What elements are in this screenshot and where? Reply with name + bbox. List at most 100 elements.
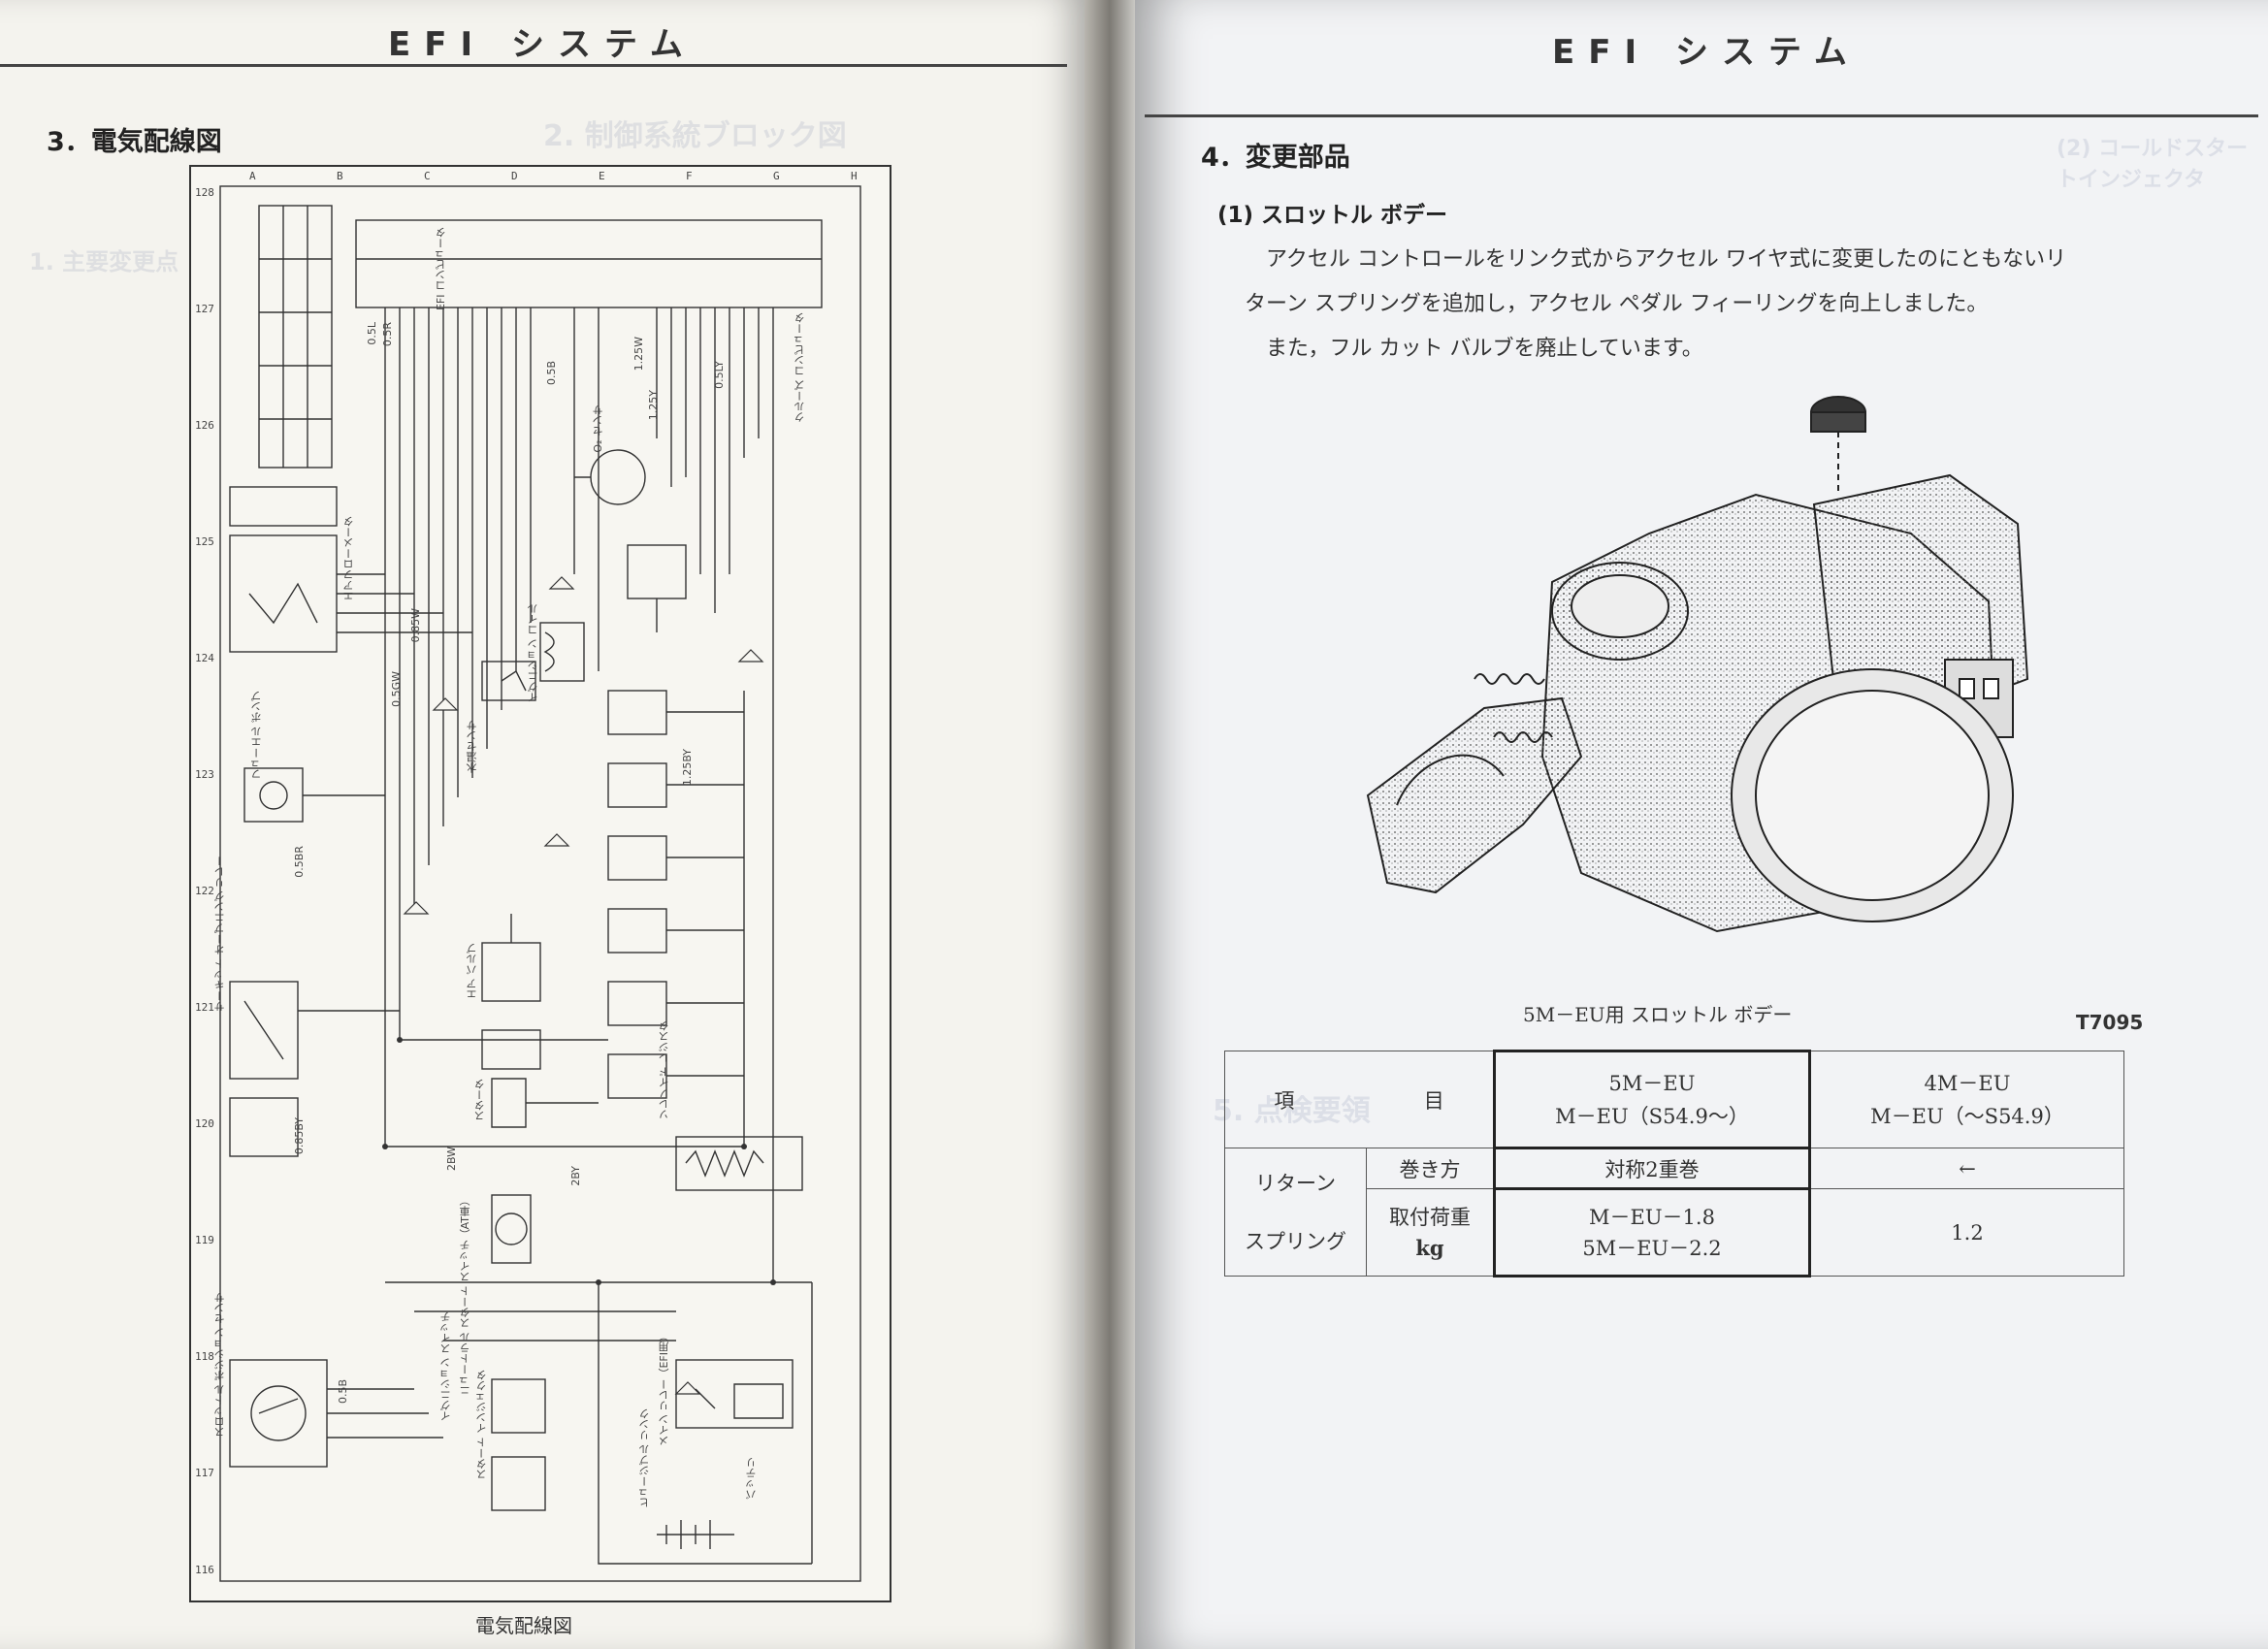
diagram-caption: 電気配線図 [475, 1614, 572, 1637]
frame-number: 127 [195, 303, 214, 315]
component-label: バッテリ [745, 1457, 758, 1500]
table-row: 取付荷重 kg M－EU－1.8 5M－EU－2.2 1.2 [1225, 1187, 2124, 1277]
component-label: イグニション スイッチ [439, 1311, 452, 1422]
frame-letter: H [851, 170, 858, 182]
wire-code: 1.25Y [647, 390, 660, 421]
frame-number: 128 [195, 186, 214, 199]
frame-letter: B [337, 170, 343, 182]
component-label: フューエル ポンプ [250, 691, 263, 780]
table-cell: 対称2重巻 [1493, 1147, 1811, 1190]
component-label: O₂ センサ [592, 404, 604, 453]
body-paragraph-line: アクセル コントロールをリンク式からアクセル ワイヤ式に変更したのにともないリ [1266, 247, 2067, 272]
book-gutter [1085, 0, 1135, 1649]
frame-number: 116 [195, 1564, 214, 1576]
col1-header-line: M－EU（S54.9～） [1555, 1104, 1749, 1128]
body-paragraph-line: ターン スプリングを追加し，アクセル ペダル フィーリングを向上しました。 [1245, 292, 1989, 316]
component-label: ヒュージブル リンク [638, 1408, 651, 1508]
wire-code: 0.85BY [293, 1117, 306, 1155]
col2-header-line: 4M－EU [1924, 1071, 2011, 1095]
frame-number: 117 [195, 1467, 214, 1479]
row-label: 取付荷重 kg [1366, 1188, 1495, 1277]
figure-caption: 5M－EU用 スロットル ボデー [1523, 1003, 1793, 1026]
frame-number: 121 [195, 1001, 214, 1014]
frame-letter: F [686, 170, 693, 182]
frame-letter: C [424, 170, 431, 182]
cell-line: M－EU－1.8 [1589, 1205, 1715, 1229]
component-label: スタート インジェクタ [475, 1370, 488, 1480]
component-label: イグニション コイル [527, 603, 539, 703]
figure-code: T7095 [2076, 1011, 2144, 1034]
header-rule [1145, 114, 2258, 117]
frame-number: 125 [195, 535, 214, 548]
table-header-row: 項 目 5M－EU M－EU（S54.9～） 4M－EU M－EU（～S54.9… [1224, 1050, 2124, 1149]
wire-code: 0.5R [381, 322, 394, 347]
col1-header-line: 5M－EU [1608, 1071, 1696, 1095]
component-label: 水温センサ [466, 720, 478, 773]
subsection-title: (1) スロットル ボデー [1217, 203, 1448, 228]
wire-code: 0.5LY [713, 361, 726, 389]
group-label-line: リターン [1255, 1171, 1336, 1195]
wire-code: 0.5B [545, 361, 558, 386]
frame-letter: G [773, 170, 780, 182]
table-cell: ← [1809, 1148, 2124, 1189]
section-title: 3．電気配線図 [47, 127, 222, 157]
cell-line: 5M－EU－2.2 [1582, 1236, 1722, 1260]
frame-number: 122 [195, 885, 214, 897]
wire-code: 0.85W [409, 608, 422, 643]
frame-letter: E [599, 170, 605, 182]
page-header: EFI システム [1552, 33, 1861, 72]
row-label: 巻き方 [1366, 1148, 1495, 1189]
frame-number: 120 [195, 1117, 214, 1130]
component-label: エアフローメータ [342, 516, 355, 601]
component-label: スタータ [473, 1079, 486, 1121]
section-title: 4．変更部品 [1201, 143, 1350, 173]
wire-code: 0.5B [337, 1379, 349, 1405]
component-label: メイン リレー（EFI用） [658, 1331, 670, 1447]
frame-number: 124 [195, 652, 214, 664]
page-header: EFI システム [388, 25, 697, 64]
bleed-through-text: 1. 主要変更点 [29, 248, 179, 275]
component-label: スロットル ポジション センサ [213, 1292, 226, 1438]
wire-code: 2BY [569, 1166, 582, 1186]
component-label: EFI コンピュータ [435, 227, 447, 311]
row-label-unit: kg [1415, 1235, 1444, 1260]
wire-code: 0.5BR [293, 846, 306, 878]
col2-header-line: M－EU（～S54.9） [1870, 1104, 2064, 1128]
row-group-label: リターン スプリング [1224, 1148, 1367, 1277]
table-header-col2: 4M－EU M－EU（～S54.9） [1809, 1051, 2124, 1148]
wire-code: 0.5L [366, 322, 378, 345]
table-cell: 1.2 [1809, 1188, 2124, 1277]
wire-code: 1.25BY [681, 749, 694, 787]
frame-letter: A [249, 170, 256, 182]
frame-number: 119 [195, 1234, 214, 1246]
group-label-line: スプリング [1245, 1229, 1346, 1253]
row-label-text: 取付荷重 [1389, 1205, 1471, 1229]
header-item-kanji-2: 目 [1423, 1088, 1444, 1113]
header-rule [0, 64, 1067, 67]
wire-code: 0.5GW [390, 671, 403, 707]
throttle-body-illustration [1366, 396, 2029, 933]
table-header-col1: 5M－EU M－EU（S54.9～） [1493, 1050, 1811, 1149]
frame-number: 118 [195, 1350, 214, 1363]
component-label: ニュートラル スタート スイッチ（AT車） [459, 1195, 471, 1397]
wire-code: 2BW [445, 1147, 458, 1172]
bleed-through-text: 2. 制御系統ブロック図 [543, 119, 847, 153]
component-label: ソレノイド レジスタ [658, 1020, 670, 1120]
table-header-item: 項 目 [1224, 1051, 1495, 1148]
left-page: 2. 制御系統ブロック図 1. 主要変更点 EFI システム 3．電気配線図 [0, 0, 1085, 1649]
component-label: サーキット オープニング リレー [213, 856, 226, 1012]
frame-number: 126 [195, 419, 214, 432]
frame-number: 123 [195, 768, 214, 781]
wiring-diagram-drawing [219, 185, 861, 1582]
wiring-diagram: A B C D E F G H 128 127 126 125 124 123 … [189, 165, 891, 1602]
bleed-through-text: (2) コールドスタートインジェクタ [2057, 137, 2249, 192]
body-paragraph-line: また，フル カット バルブを廃止しています。 [1266, 337, 1703, 361]
wire-code: 1.25W [632, 337, 645, 372]
component-label: クルーズ コンピュータ [794, 312, 806, 423]
component-label: エア バルブ [466, 943, 478, 1000]
table-cell: M－EU－1.8 5M－EU－2.2 [1493, 1187, 1811, 1277]
spec-table: 項 目 5M－EU M－EU（S54.9～） 4M－EU M－EU（～S54.9… [1224, 1050, 2124, 1277]
table-row: リターン スプリング 巻き方 対称2重巻 ← [1224, 1147, 2124, 1277]
header-item-kanji-1: 項 [1274, 1088, 1295, 1113]
frame-letter: D [511, 170, 518, 182]
